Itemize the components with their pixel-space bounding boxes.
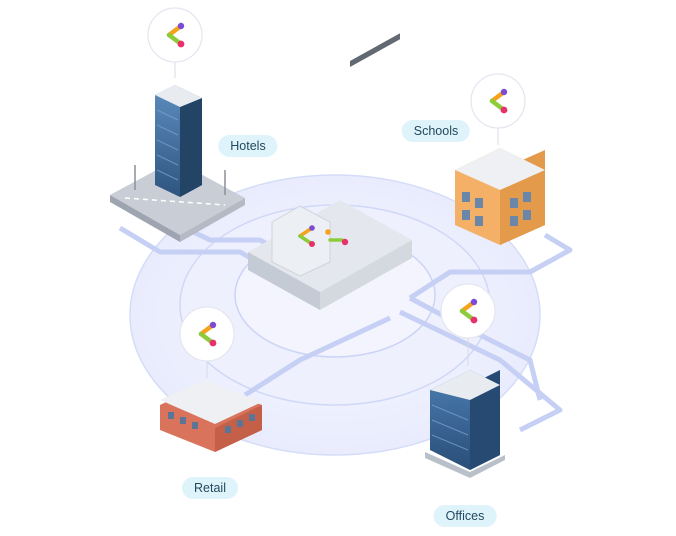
logo-badge-icon (471, 74, 525, 145)
logo-badge-icon (148, 8, 202, 78)
retail-building-icon (160, 380, 262, 452)
retail-label: Retail (182, 477, 238, 499)
hotels-label: Hotels (218, 135, 278, 157)
offices-building-icon (425, 370, 505, 478)
offices-label: Offices (433, 505, 497, 527)
schools-label: Schools (401, 120, 471, 142)
logo-badge-icon (180, 307, 234, 378)
schools-building-icon (455, 148, 545, 245)
logo-badge-icon (441, 284, 495, 366)
hotels-building-icon (110, 85, 245, 242)
network-switch-icon (248, 33, 412, 310)
